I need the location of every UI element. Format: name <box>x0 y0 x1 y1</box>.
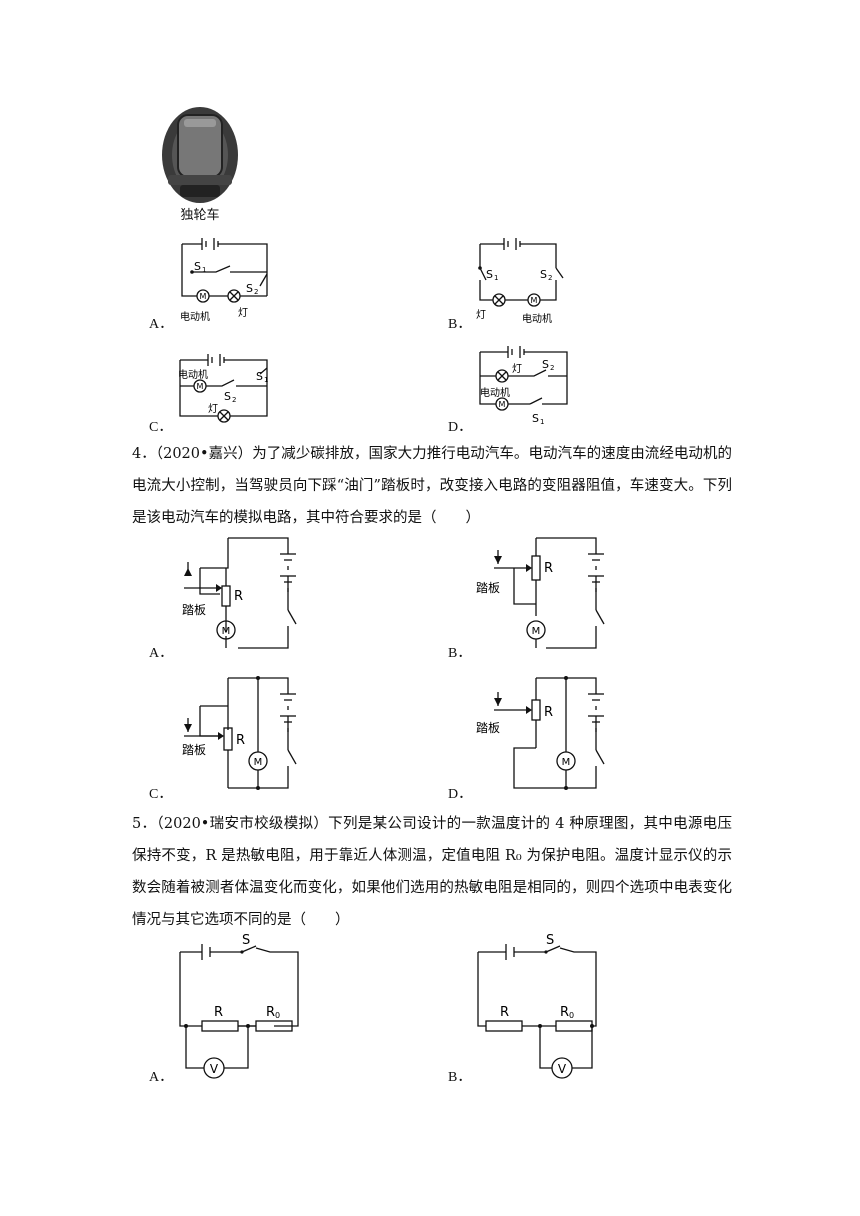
question-4-text: 4．（2020•嘉兴）为了减少碳排放，国家大力推行电动汽车。电动汽车的速度由流经… <box>132 446 732 526</box>
svg-text:2: 2 <box>254 288 258 296</box>
svg-text:灯: 灯 <box>238 307 248 319</box>
svg-text:M: M <box>499 400 506 409</box>
svg-text:M: M <box>197 382 204 391</box>
svg-text:R: R <box>266 1005 275 1020</box>
svg-text:2: 2 <box>550 364 554 372</box>
q3-option-b-label[interactable]: B． <box>448 317 472 332</box>
svg-text:1: 1 <box>264 376 268 384</box>
svg-text:踏板: 踏板 <box>476 581 500 595</box>
svg-text:0: 0 <box>569 1011 574 1020</box>
q4-circuit-d: R M 踏板 <box>476 676 605 790</box>
svg-text:S: S <box>194 260 201 273</box>
svg-text:S: S <box>486 268 493 281</box>
svg-text:S: S <box>246 282 253 295</box>
q4-circuit-a: R M 踏板 <box>182 537 297 649</box>
svg-text:S: S <box>256 370 263 383</box>
svg-text:V: V <box>558 1062 567 1076</box>
q5-option-b-label[interactable]: B． <box>448 1070 472 1085</box>
q5-option-a-label[interactable]: A． <box>149 1070 174 1085</box>
unicycle-image: 独轮车 <box>162 107 238 223</box>
svg-text:M: M <box>200 292 207 301</box>
unicycle-caption: 独轮车 <box>180 207 219 223</box>
svg-text:电动机: 电动机 <box>522 312 552 325</box>
svg-text:2: 2 <box>232 396 236 404</box>
svg-text:1: 1 <box>540 418 544 426</box>
svg-text:2: 2 <box>548 274 552 282</box>
svg-text:M: M <box>531 296 538 305</box>
q3-option-d-label[interactable]: D． <box>448 420 473 435</box>
svg-text:R: R <box>214 1005 223 1020</box>
svg-text:灯: 灯 <box>208 403 218 415</box>
svg-text:S: S <box>532 412 539 425</box>
svg-text:V: V <box>210 1062 219 1076</box>
svg-text:灯: 灯 <box>476 309 486 321</box>
svg-text:S: S <box>546 933 554 948</box>
svg-text:S: S <box>540 268 547 281</box>
svg-text:1: 1 <box>494 274 498 282</box>
svg-text:电动机: 电动机 <box>180 310 210 323</box>
question-5-text: 5．（2020•瑞安市校级模拟）下列是某公司设计的一款温度计的 4 种原理图，其… <box>132 816 732 928</box>
svg-text:R: R <box>500 1005 509 1020</box>
q3-option-a-label[interactable]: A． <box>149 317 174 332</box>
svg-text:S: S <box>242 933 250 948</box>
svg-text:踏板: 踏板 <box>182 603 206 617</box>
svg-text:M: M <box>532 626 541 637</box>
svg-text:S: S <box>542 358 549 371</box>
svg-text:M: M <box>222 626 231 637</box>
svg-text:S: S <box>224 390 231 403</box>
svg-text:R: R <box>236 733 245 748</box>
svg-text:M: M <box>562 757 571 768</box>
svg-text:R: R <box>234 589 243 604</box>
q4-circuit-b: R M 踏板 <box>476 537 605 649</box>
q4-option-c-label[interactable]: C． <box>149 787 173 802</box>
svg-text:0: 0 <box>275 1011 280 1020</box>
svg-text:1: 1 <box>202 266 206 274</box>
q4-option-b-label[interactable]: B． <box>448 646 472 661</box>
q3-option-c-label[interactable]: C． <box>149 420 173 435</box>
svg-text:R: R <box>544 561 553 576</box>
q4-option-d-label[interactable]: D． <box>448 787 473 802</box>
svg-text:踏板: 踏板 <box>476 721 500 735</box>
svg-text:R: R <box>560 1005 569 1020</box>
q4-circuit-c: R M 踏板 <box>182 676 297 790</box>
svg-text:电动机: 电动机 <box>480 386 510 399</box>
svg-text:踏板: 踏板 <box>182 743 206 757</box>
svg-text:R: R <box>544 705 553 720</box>
svg-text:灯: 灯 <box>512 363 522 375</box>
svg-text:M: M <box>254 757 263 768</box>
svg-text:电动机: 电动机 <box>178 368 208 381</box>
q4-option-a-label[interactable]: A． <box>149 646 174 661</box>
